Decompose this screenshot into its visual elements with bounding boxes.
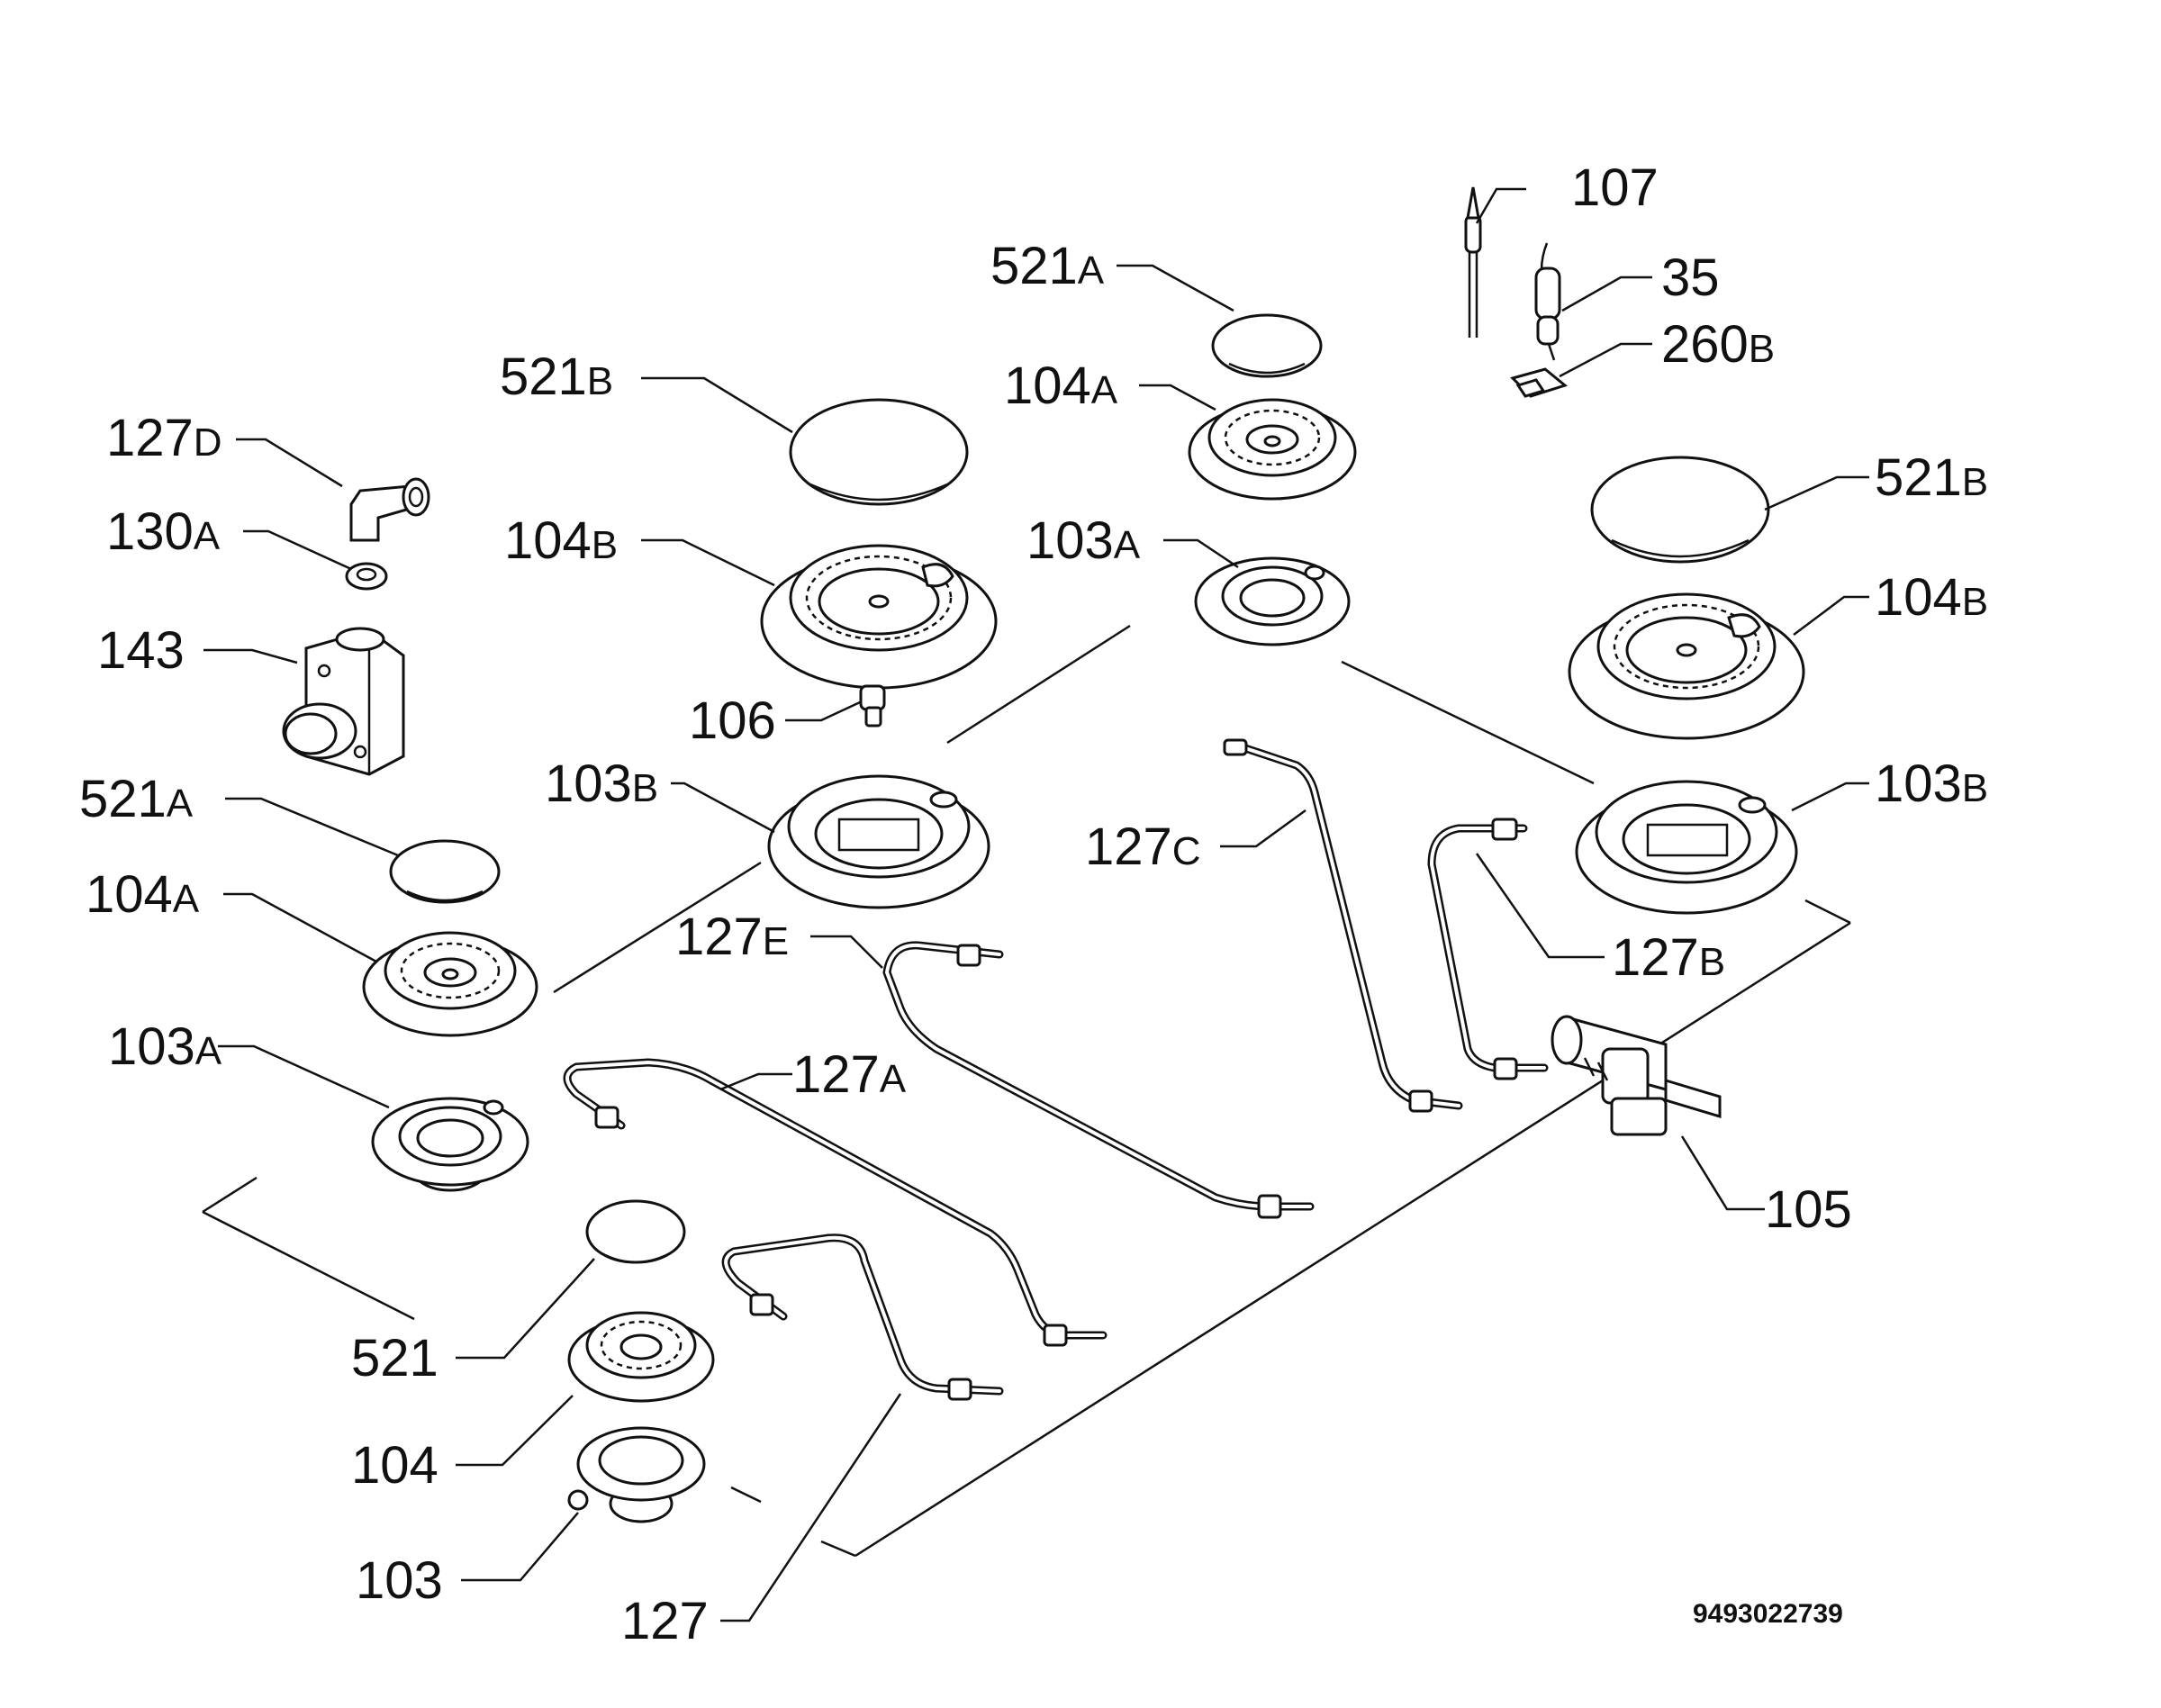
document-number: 9493022739 [1693,1599,1843,1629]
inlet-connector-143 [282,627,405,776]
burner-cap-521a-top [1211,313,1323,378]
label-103b-right: 103B [1875,755,1988,813]
washer-130a [345,562,388,591]
gas-pipe-127 [721,1234,1004,1401]
burner-cap-521b-right [1590,456,1770,564]
burner-crown-104a-top [1188,398,1357,501]
label-127c: 127C [1085,818,1201,876]
label-260b: 260B [1661,315,1775,374]
burner-base-103a-top [1194,556,1351,646]
burner-crown-104a-left [362,931,538,1037]
injector-106 [859,684,886,727]
label-104b-left: 104B [504,511,618,570]
label-127d: 127D [106,409,222,467]
burner-cap-521a-left [389,839,501,904]
label-103: 103 [356,1551,443,1610]
label-105: 105 [1765,1180,1852,1239]
label-127b: 127B [1612,928,1725,987]
assembly-outline-lines [202,624,1851,1558]
burner-base-103b-right [1575,780,1798,915]
burner-crown-104b-left [760,544,998,690]
label-103b-left: 103B [545,755,658,813]
burner-base-103a-left [371,1097,529,1192]
label-104a-left: 104A [86,865,200,924]
gas-pipe-127a [563,1058,1108,1347]
burner-base-103 [567,1426,706,1523]
label-103a-left: 103A [108,1017,222,1076]
label-103a-top: 103A [1026,511,1141,570]
label-127: 127 [621,1592,709,1650]
label-521: 521 [351,1329,439,1387]
label-143: 143 [97,621,185,680]
part-labels: 107 521A 35 260B 521B 104A 127D 521B 130… [79,158,1988,1650]
label-130a: 130A [106,502,221,561]
label-127e: 127E [675,908,789,966]
burner-cap-521b-left [789,398,969,506]
burner-crown-104 [567,1311,715,1403]
gas-pipe-127e [882,941,1315,1219]
elbow-fitting-127d [349,477,430,542]
label-107: 107 [1571,158,1659,217]
label-104a-top: 104A [1004,357,1118,415]
spark-electrode-35 [1534,242,1561,361]
gas-valve-105 [1551,1015,1722,1136]
label-35: 35 [1661,249,1720,307]
leader-lines [203,187,1869,1622]
label-127a: 127A [792,1045,907,1104]
label-106: 106 [689,691,776,750]
label-521a-left: 521A [79,770,194,828]
gas-pipe-127c [1223,738,1463,1113]
gas-pipe-127b [1427,818,1549,1080]
burner-base-103b-left [767,774,990,909]
label-521a-top: 521A [990,237,1105,295]
burner-cap-521 [585,1199,686,1264]
thermocouple-107 [1464,186,1482,338]
clip-260b [1510,367,1569,398]
label-521b-left: 521B [500,348,613,406]
label-521b-right: 521B [1875,448,1988,507]
burner-crown-104b-right [1568,592,1805,740]
label-104: 104 [351,1436,439,1495]
label-104b-right: 104B [1875,568,1988,627]
